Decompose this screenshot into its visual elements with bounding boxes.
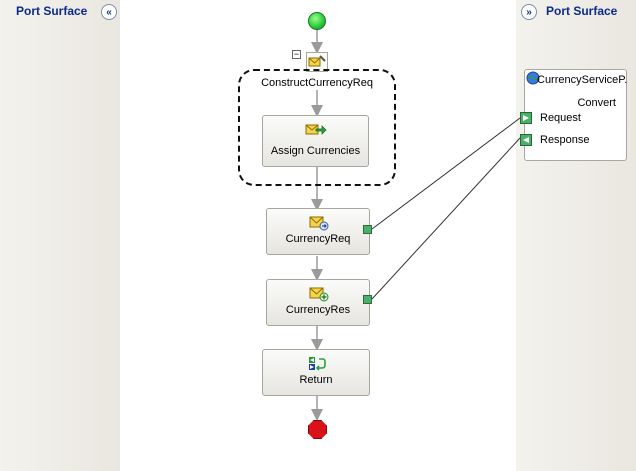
response-arrow-icon (523, 137, 529, 143)
right-port-surface-header: » Port Surface (516, 4, 636, 22)
port-request-connector[interactable] (520, 112, 532, 124)
construct-label: ConstructCurrencyReq (261, 77, 373, 89)
collapse-left-button[interactable]: « (101, 4, 117, 20)
start-shape[interactable] (308, 12, 326, 30)
port-response-connector[interactable] (520, 134, 532, 146)
end-shape[interactable] (308, 420, 327, 439)
message-assignment-icon (305, 124, 326, 135)
port-name: CurrencyServiceP... (537, 74, 627, 86)
expand-right-button[interactable]: » (521, 4, 537, 20)
assign-currencies-shape[interactable]: Assign Currencies (262, 115, 369, 167)
right-port-surface-title: Port Surface (546, 4, 618, 18)
construct-message-shape[interactable] (306, 52, 328, 72)
construct-scope-outline (238, 69, 396, 186)
return-label: Return (299, 374, 333, 386)
send-port-connector[interactable] (363, 225, 372, 234)
request-arrow-icon (523, 115, 529, 121)
assign-currencies-label: Assign Currencies (270, 145, 361, 157)
construct-envelope-icon (308, 55, 326, 67)
port-operation: Convert (577, 97, 616, 109)
currency-req-label: CurrencyReq (285, 233, 351, 245)
receive-message-icon (309, 287, 329, 302)
left-port-surface-title: Port Surface (16, 4, 88, 18)
currency-res-receive-shape[interactable]: CurrencyRes (266, 279, 370, 326)
left-port-surface-header: Port Surface « (0, 4, 120, 22)
return-shape[interactable]: Return (262, 349, 370, 396)
port-response-label: Response (540, 134, 590, 146)
port-request-label: Request (540, 112, 581, 124)
port-globe-icon (526, 71, 540, 85)
construct-collapse-button[interactable]: − (292, 49, 301, 59)
return-icon (309, 357, 326, 371)
currency-res-label: CurrencyRes (285, 304, 351, 316)
receive-port-connector[interactable] (363, 295, 372, 304)
left-port-surface: Port Surface « (0, 0, 120, 471)
currency-req-send-shape[interactable]: CurrencyReq (266, 208, 370, 255)
send-message-icon (309, 216, 329, 231)
currency-service-port[interactable]: CurrencyServiceP... Convert Request Resp… (520, 69, 627, 161)
